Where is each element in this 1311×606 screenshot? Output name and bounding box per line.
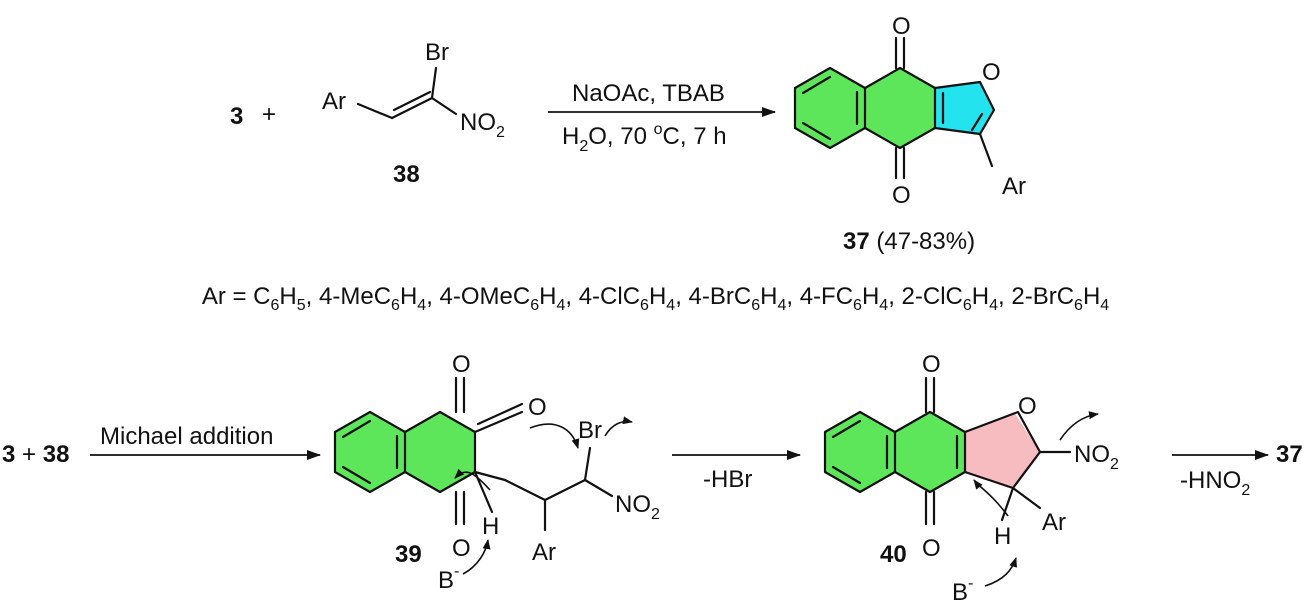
compound-38-label: 38 bbox=[393, 161, 420, 188]
mechanism: 3 + 38 Michael addition O O bbox=[2, 351, 1303, 606]
final-product-label: 37 bbox=[1276, 441, 1303, 468]
benzo-ring-fill bbox=[795, 68, 865, 148]
i39-base: B- bbox=[438, 563, 459, 594]
substituent-item: , 2-ClC6H4 bbox=[888, 283, 999, 314]
substituent-item: , 4-MeC6H4 bbox=[305, 283, 427, 314]
i40-ring-oxygen: O bbox=[1018, 393, 1037, 420]
substituent-item: , 2-BrC6H4 bbox=[998, 283, 1110, 314]
reaction-1: 3 + Ar Br NO2 38 NaOAc, TBAB H2O, 70 oC,… bbox=[230, 13, 1026, 255]
i39-bromo: Br bbox=[578, 417, 602, 444]
i39-hydrogen: H bbox=[482, 513, 499, 540]
furan-oxygen: O bbox=[982, 59, 1001, 86]
curly-arrow-ch-40 bbox=[973, 479, 1009, 517]
conditions-top: NaOAc, TBAB bbox=[572, 80, 725, 107]
substituent-prefix: Ar = bbox=[201, 283, 254, 310]
intermediate-40-structure bbox=[823, 376, 1072, 526]
curly-arrow-br-39 bbox=[604, 416, 633, 437]
aryl-substituent-list: Ar = C6H5, 4-MeC6H4, 4-OMeC6H4, 4-ClC6H4… bbox=[0, 283, 1311, 315]
curly-arrow-base-40 bbox=[984, 557, 1017, 587]
carbonyl-oxygen-top: O bbox=[892, 13, 911, 40]
i39-nitro: NO2 bbox=[615, 491, 660, 523]
quinone-ring-fill bbox=[865, 68, 935, 148]
compound-38-structure: Ar Br NO2 bbox=[322, 39, 505, 141]
conditions-bottom: H2O, 70 oC, 7 h bbox=[562, 121, 727, 155]
hbr-elimination-label: -HBr bbox=[703, 466, 752, 493]
substituent-item: , 4-BrC6H4 bbox=[675, 283, 787, 314]
product-37-caption: 37 (47-83%) bbox=[843, 228, 975, 255]
substituent-item: , 4-OMeC6H4 bbox=[426, 283, 566, 314]
i40-hydrogen: H bbox=[994, 523, 1011, 550]
intermediate-39-structure bbox=[333, 376, 614, 532]
intermediate-39-label: 39 bbox=[395, 541, 422, 568]
curly-arrow-ch-39 bbox=[454, 468, 491, 491]
substituent-item: , 4-ClC6H4 bbox=[565, 283, 676, 314]
i40-oxygen-top: O bbox=[922, 351, 941, 378]
compound-3-label: 3 bbox=[230, 103, 243, 130]
i40-nitro: NO2 bbox=[1074, 441, 1119, 473]
i39-oxygen-side: O bbox=[528, 394, 547, 421]
intermediate-40-label: 40 bbox=[880, 541, 907, 568]
i39-oxygen-top: O bbox=[452, 351, 471, 378]
plus-sign: + bbox=[262, 101, 276, 128]
bromo-label: Br bbox=[425, 39, 449, 66]
hno2-elimination-label: -HNO2 bbox=[1180, 467, 1250, 499]
michael-addition-label: Michael addition bbox=[100, 423, 273, 450]
furan-ring-fill bbox=[935, 82, 994, 134]
curly-arrow-no2-40 bbox=[1059, 411, 1099, 441]
i39-aryl: Ar bbox=[532, 539, 556, 566]
i40-aryl: Ar bbox=[1042, 509, 1066, 536]
carbonyl-oxygen-bottom: O bbox=[892, 182, 911, 209]
i40-base: B- bbox=[952, 575, 973, 606]
compound-37-structure bbox=[793, 36, 996, 180]
i39-oxygen-bottom: O bbox=[452, 535, 471, 562]
nitro-label: NO2 bbox=[460, 109, 505, 141]
substituent-item: C6H5 bbox=[253, 283, 306, 314]
curly-arrow-carbonyl-39 bbox=[529, 423, 580, 449]
aryl-label: Ar bbox=[322, 88, 346, 115]
mechanism-start: 3 + 38 bbox=[2, 441, 69, 468]
substituent-item: , 4-FC6H4 bbox=[786, 283, 889, 314]
curly-arrow-base-39 bbox=[462, 539, 491, 575]
product-aryl-label: Ar bbox=[1002, 173, 1026, 200]
i40-oxygen-bottom: O bbox=[922, 535, 941, 562]
substituent-items: C6H5, 4-MeC6H4, 4-OMeC6H4, 4-ClC6H4, 4-B… bbox=[253, 283, 1110, 314]
